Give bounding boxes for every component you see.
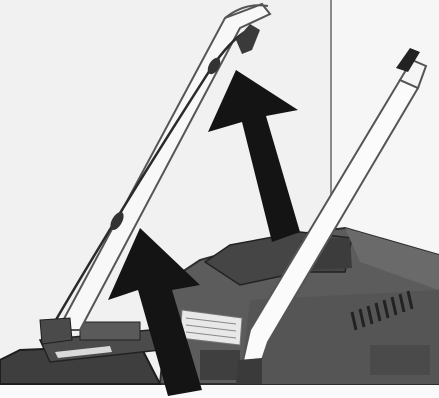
- floor-strip: [0, 384, 439, 398]
- handle-knob-right: [236, 358, 262, 384]
- handle-knob-left: [40, 318, 72, 344]
- handle-bracket-left: [80, 322, 140, 340]
